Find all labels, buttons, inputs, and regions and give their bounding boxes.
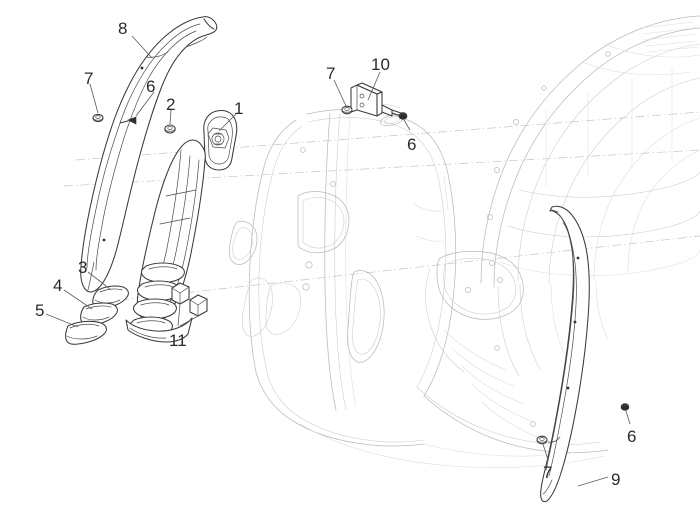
part-10-mounting-bracket [350,82,405,118]
callout-label-11: 11 [169,331,187,350]
part-4-fin-insert [80,302,118,326]
leader-lines [45,35,631,487]
callout-label-7a: 7 [84,69,94,88]
callout-label-6b: 6 [407,135,417,154]
fasteners [92,105,630,445]
callout-label-8: 8 [118,19,128,38]
part-11-hex-nuts [171,282,208,317]
part-5-fin-insert [65,320,107,345]
callout-label-10: 10 [371,55,390,74]
part-9-right-edge-trim [540,205,590,503]
callout-label-1: 1 [234,99,244,118]
callout-label-9: 9 [611,470,621,489]
part-1-centre-trim-strip [125,110,238,343]
callout-label-5: 5 [35,301,45,320]
callout-label-4: 4 [53,276,63,295]
callout-label-7b: 7 [326,64,336,83]
callout-label-7c: 7 [543,463,553,482]
callout-label-2: 2 [166,95,176,114]
part-8-left-edge-trim [80,16,218,293]
callout-label-6c: 6 [627,427,637,446]
callout-label-6a: 6 [146,77,156,96]
scooter-body-ghost-right [480,15,700,377]
callout-label-3: 3 [78,258,88,277]
